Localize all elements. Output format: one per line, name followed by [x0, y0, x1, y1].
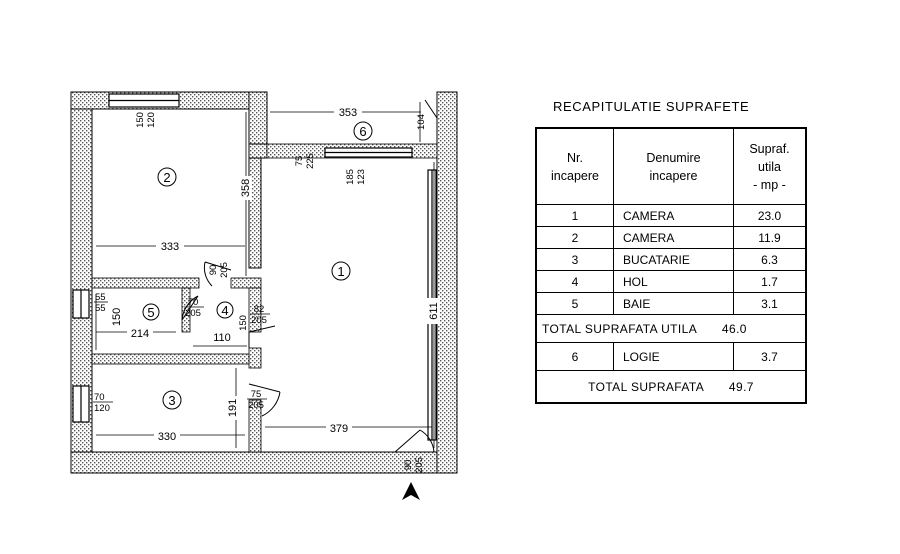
dim-353: 353: [339, 107, 357, 119]
entrance-arrow-icon: [402, 482, 420, 500]
dim-82: 82: [254, 304, 265, 315]
room-2-label: 2: [163, 170, 170, 185]
row-name: CAMERA: [613, 204, 734, 227]
total-label: TOTAL SUPRAFATA: [588, 379, 704, 394]
row-nr: 6: [535, 342, 614, 371]
door-bath: [181, 295, 199, 321]
dim-123: 123: [356, 169, 367, 185]
total-utila-value: 46.0: [721, 321, 747, 336]
dim-55a: 55: [95, 292, 106, 303]
row-name: CAMERA: [613, 226, 734, 249]
dim-205a: 205: [219, 262, 230, 278]
dim-205d: 205: [248, 400, 264, 411]
dim-70b: 70: [94, 392, 105, 403]
table-row: 1 CAMERA 23.0: [535, 204, 807, 227]
total-utila-row: TOTAL SUPRAFATA UTILA 46.0: [535, 314, 807, 343]
dim-150b: 150: [111, 308, 123, 326]
total-value: 49.7: [728, 379, 754, 394]
room-1-label: 1: [337, 264, 344, 279]
row-name: HOL: [613, 270, 734, 293]
row-nr: 1: [535, 204, 614, 227]
row-nr: 4: [535, 270, 614, 293]
interior-walls: [91, 143, 438, 453]
dim-110: 110: [213, 332, 231, 344]
row-name: LOGIE: [613, 342, 734, 371]
header-area: Supraf.utila- mp -: [733, 127, 807, 205]
row-area: 23.0: [733, 204, 807, 227]
dim-90b: 90: [403, 460, 414, 471]
dim-205e: 205: [414, 457, 425, 473]
dim-104: 104: [416, 114, 427, 130]
dim-330: 330: [158, 431, 176, 443]
dim-191: 191: [227, 399, 239, 417]
row-area: 6.3: [733, 248, 807, 271]
dim-225: 225: [305, 153, 316, 169]
dim-379: 379: [330, 423, 348, 435]
dim-205c: 205: [251, 315, 267, 326]
dim-150c: 150: [238, 315, 249, 331]
door-kitchen: [248, 383, 281, 417]
dim-358: 358: [240, 179, 252, 197]
room-4-label: 4: [221, 303, 228, 318]
summary-title: RECAPITULATIE SUPRAFETE: [553, 99, 750, 114]
row-area: 3.7: [733, 342, 807, 371]
row-nr: 2: [535, 226, 614, 249]
row-nr: 5: [535, 292, 614, 315]
dim-185: 185: [345, 169, 356, 185]
dim-75: 75: [294, 156, 305, 167]
row-area: 11.9: [733, 226, 807, 249]
dim-120a: 120: [146, 112, 157, 128]
exterior-walls: [70, 91, 458, 474]
door-entry: [394, 429, 435, 453]
logie-row: 6 LOGIE 3.7: [535, 342, 807, 371]
row-nr: 3: [535, 248, 614, 271]
room-5-label: 5: [147, 305, 154, 320]
total-utila-label: TOTAL SUPRAFATA UTILA: [542, 321, 697, 336]
dim-611: 611: [428, 302, 440, 320]
doors: [181, 99, 438, 453]
door-room2: [203, 261, 232, 287]
dim-55b: 55: [95, 303, 106, 314]
dimension-labels: 353 104 75 225 185 123 150 120 358 333 9…: [93, 105, 440, 473]
door-logie: [424, 99, 438, 119]
row-area: 3.1: [733, 292, 807, 315]
row-name: BAIE: [613, 292, 734, 315]
table-row: 3 BUCATARIE 6.3: [535, 248, 807, 271]
dim-75b: 75: [251, 389, 262, 400]
door-hall: [248, 325, 276, 348]
header-nr: Nr.incapere: [535, 127, 614, 205]
dim-90a: 90: [208, 265, 219, 276]
row-area: 1.7: [733, 270, 807, 293]
dim-333: 333: [161, 241, 179, 253]
dim-120b: 120: [94, 403, 110, 414]
table-row: 5 BAIE 3.1: [535, 292, 807, 315]
total-row: TOTAL SUPRAFATA 49.7: [535, 370, 807, 404]
room-6-label: 6: [359, 124, 366, 139]
table-row: 4 HOL 1.7: [535, 270, 807, 293]
room-labels: [142, 121, 373, 410]
room-3-label: 3: [168, 393, 175, 408]
row-name: BUCATARIE: [613, 248, 734, 271]
dim-70a: 70: [188, 297, 199, 308]
dim-214: 214: [131, 328, 149, 340]
dim-150a: 150: [135, 112, 146, 128]
table-row: 2 CAMERA 11.9: [535, 226, 807, 249]
floor-plan: 353 104 75 225 185 123 150 120 358 333 9…: [70, 91, 458, 500]
dim-205b: 205: [185, 308, 201, 319]
